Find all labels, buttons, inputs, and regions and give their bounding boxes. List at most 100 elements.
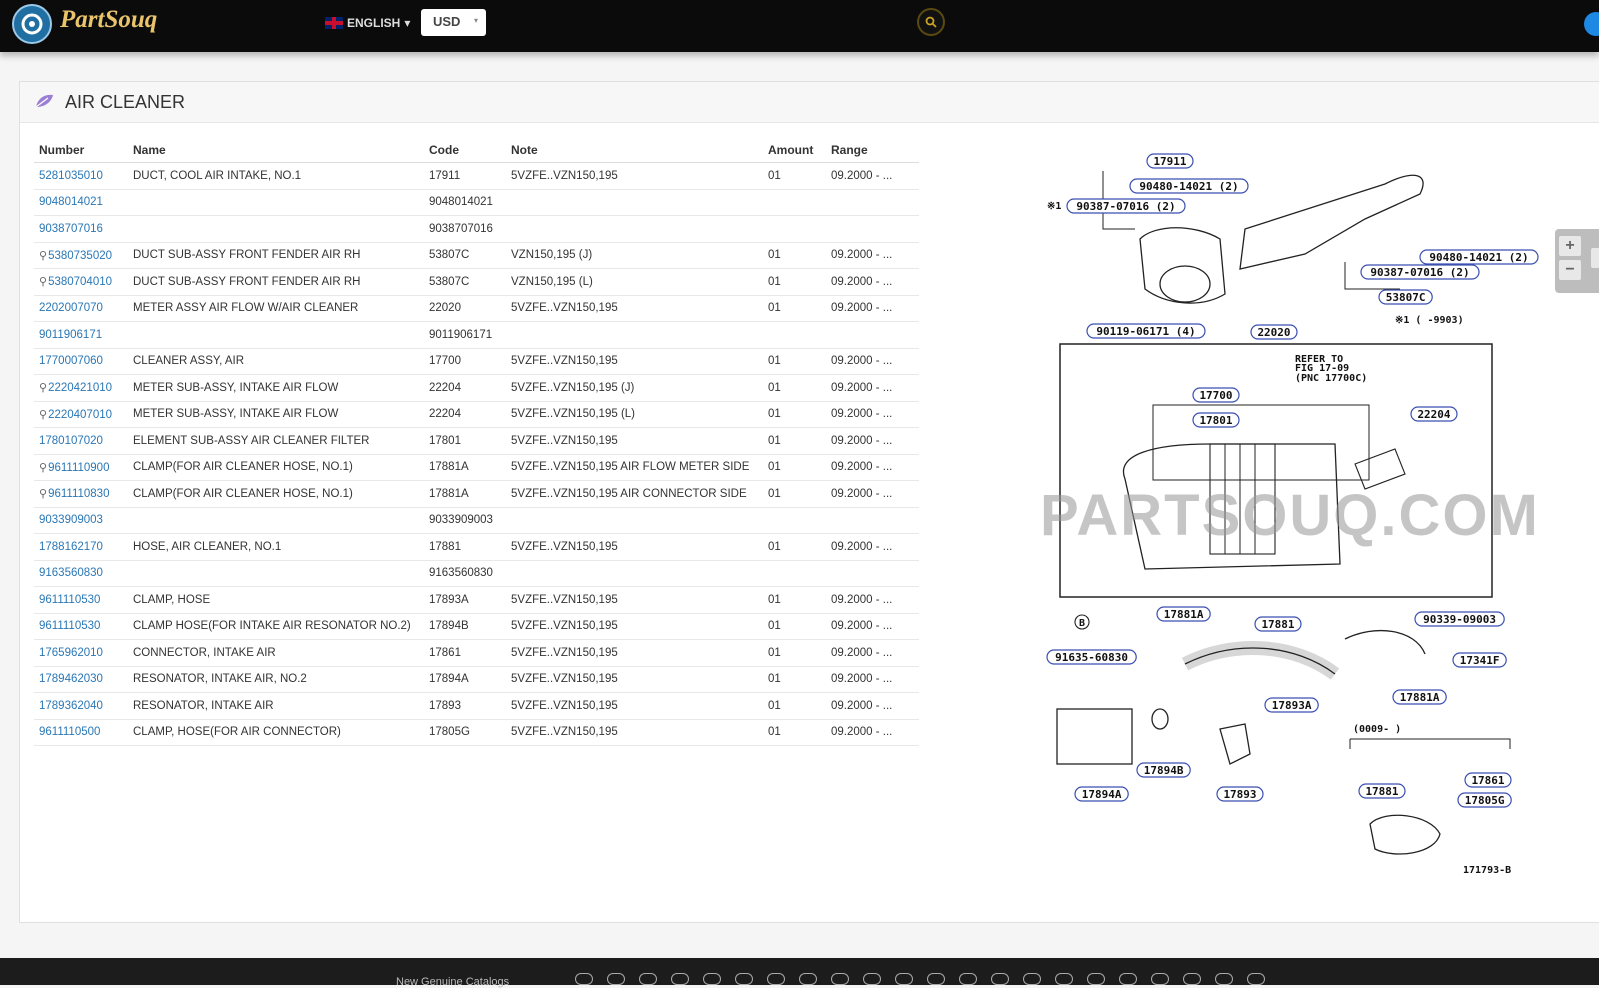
part-number-link[interactable]: 5281035010 (39, 169, 103, 182)
part-number-link[interactable]: 5380735020 (48, 249, 113, 262)
car-brand-logo-icon[interactable] (1247, 973, 1265, 985)
callout-label[interactable]: 17893A (1264, 697, 1319, 713)
zoom-in-button[interactable]: + (1559, 236, 1581, 256)
car-brand-logo-icon[interactable] (575, 973, 593, 985)
car-brand-logo-icon[interactable] (671, 973, 689, 985)
callout-label[interactable]: 17894A (1074, 786, 1129, 802)
partsouq-logo-icon[interactable] (12, 4, 52, 44)
column-header-amount[interactable]: Amount (763, 138, 826, 163)
cell-number[interactable]: ⚲5380704010 (34, 268, 128, 296)
currency-select[interactable]: USD ▾ (421, 9, 486, 36)
part-number-link[interactable]: 9611110830 (48, 488, 110, 501)
part-number-link[interactable]: 1789462030 (39, 673, 103, 686)
cell-number[interactable]: 9611110530 (34, 613, 128, 640)
cell-number[interactable]: 9611110530 (34, 586, 128, 614)
car-brand-logo-icon[interactable] (767, 973, 785, 985)
callout-label[interactable]: 17801 (1192, 412, 1240, 428)
part-number-link[interactable]: 2220407010 (48, 408, 113, 421)
column-header-code[interactable]: Code (424, 138, 506, 163)
callout-label[interactable]: 17911 (1146, 153, 1194, 169)
cell-number[interactable]: 1789362040 (34, 692, 128, 720)
account-icon[interactable] (1584, 12, 1599, 36)
car-brand-logo-icon[interactable] (1151, 973, 1169, 985)
callout-label[interactable]: 53807C (1378, 289, 1433, 305)
part-number-link[interactable]: 1765962010 (39, 646, 103, 659)
callout-label[interactable]: 17894B (1136, 762, 1191, 778)
callout-label[interactable]: 91635-60830 (1046, 649, 1137, 665)
cell-number[interactable]: 1788162170 (34, 533, 128, 561)
language-selector[interactable]: ENGLISH ▾ (325, 16, 410, 30)
callout-label[interactable]: 90387-07016 (2) (1360, 264, 1480, 280)
callout-label[interactable]: 17700 (1192, 387, 1240, 403)
cell-number[interactable]: ⚲2220421010 (34, 374, 128, 402)
part-number-link[interactable]: 9611110500 (39, 726, 101, 739)
callout-label[interactable]: 17341F (1452, 652, 1507, 668)
part-number-link[interactable]: 2202007070 (39, 302, 103, 315)
part-number-link[interactable]: 1770007060 (39, 355, 103, 368)
car-brand-logo-icon[interactable] (1119, 973, 1137, 985)
part-number-link[interactable]: 9033909003 (39, 514, 103, 527)
callout-label[interactable]: 17893 (1216, 786, 1264, 802)
part-number-link[interactable]: 5380704010 (48, 276, 113, 289)
callout-label[interactable]: 90480-14021 (2) (1129, 178, 1249, 194)
column-header-number[interactable]: Number (34, 138, 128, 163)
column-header-name[interactable]: Name (128, 138, 424, 163)
part-number-link[interactable]: 9048014021 (39, 196, 103, 209)
car-brand-logo-icon[interactable] (895, 973, 913, 985)
search-button[interactable] (917, 8, 945, 36)
car-brand-logo-icon[interactable] (799, 973, 817, 985)
car-brand-logo-icon[interactable] (863, 973, 881, 985)
column-header-note[interactable]: Note (506, 138, 763, 163)
car-brand-logo-icon[interactable] (831, 973, 849, 985)
cell-number[interactable]: 9011906171 (34, 321, 128, 349)
callout-label[interactable]: 90339-09003 (1414, 611, 1505, 627)
cell-number[interactable]: 9033909003 (34, 507, 128, 534)
cell-number[interactable]: ⚲9611110830 (34, 480, 128, 508)
car-brand-logo-icon[interactable] (1023, 973, 1041, 985)
cell-number[interactable]: 5281035010 (34, 162, 128, 190)
part-number-link[interactable]: 1788162170 (39, 540, 103, 553)
callout-label[interactable]: 17881A (1392, 689, 1447, 705)
callout-label[interactable]: 17805G (1457, 792, 1512, 808)
part-number-link[interactable]: 9163560830 (39, 567, 103, 580)
chevron-left-icon[interactable]: ‹ (1591, 248, 1599, 268)
car-brand-logo-icon[interactable] (1087, 973, 1105, 985)
callout-label[interactable]: 17881 (1358, 783, 1406, 799)
callout-label[interactable]: 17861 (1464, 772, 1512, 788)
callout-label[interactable]: 90119-06171 (4) (1086, 323, 1206, 339)
cell-number[interactable]: 1770007060 (34, 348, 128, 375)
callout-label[interactable]: 90480-14021 (2) (1419, 249, 1539, 265)
part-number-link[interactable]: 9611110530 (39, 593, 101, 606)
car-brand-logo-icon[interactable] (1215, 973, 1233, 985)
cell-number[interactable]: 2202007070 (34, 295, 128, 322)
car-brand-logo-icon[interactable] (735, 973, 753, 985)
logo-text[interactable]: PartSouq (60, 6, 158, 33)
car-brand-logo-icon[interactable] (991, 973, 1009, 985)
part-number-link[interactable]: 1780107020 (39, 434, 103, 447)
cell-number[interactable]: 1789462030 (34, 666, 128, 693)
callout-label[interactable]: 17881A (1156, 606, 1211, 622)
cell-number[interactable]: ⚲5380735020 (34, 242, 128, 269)
zoom-out-button[interactable]: − (1559, 260, 1581, 280)
cell-number[interactable]: 9038707016 (34, 215, 128, 243)
cell-number[interactable]: 9048014021 (34, 189, 128, 216)
cell-number[interactable]: 1780107020 (34, 427, 128, 455)
